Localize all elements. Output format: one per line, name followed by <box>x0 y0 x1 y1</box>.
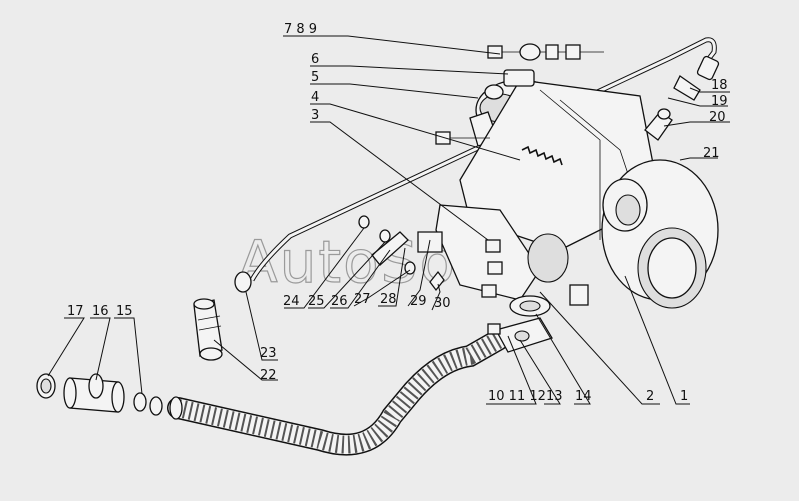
mount-bolt <box>435 131 451 145</box>
hose-end-left <box>169 396 183 420</box>
callout-4: 4 <box>311 90 319 105</box>
callout-15: 15 <box>116 304 133 319</box>
oil-drain-hose <box>167 329 509 456</box>
nut-a <box>485 239 501 253</box>
leader-lines <box>47 35 730 405</box>
callout-16: 16 <box>92 304 109 319</box>
adapter-26 <box>371 231 409 266</box>
drain-boss <box>569 284 589 306</box>
fitting-24 <box>358 215 370 229</box>
hose-connector-set <box>36 373 163 416</box>
callout-20: 20 <box>709 110 726 125</box>
callout-1: 1 <box>680 389 688 404</box>
stud-30 <box>429 270 445 292</box>
callout-6: 6 <box>311 52 319 67</box>
drain-flange-set <box>487 295 553 353</box>
callout-27: 27 <box>354 292 371 307</box>
callout-14: 14 <box>575 389 592 404</box>
lock-nut <box>565 44 581 60</box>
o-ring-15a <box>133 392 147 412</box>
spring-coil <box>521 145 563 166</box>
banjo-bolt <box>503 69 535 87</box>
o-ring-15b <box>149 396 163 416</box>
hex-bolt-head <box>487 45 503 59</box>
fitting-28 <box>404 261 416 275</box>
nut-b <box>487 261 503 275</box>
turbocharger <box>435 69 719 309</box>
callout-2: 2 <box>646 389 654 404</box>
callout-3: 3 <box>311 108 319 123</box>
oil-feed-pipe <box>234 37 720 293</box>
callout-5: 5 <box>311 70 319 85</box>
callout-24: 24 <box>283 294 300 309</box>
pipe-union <box>673 75 701 101</box>
callout-10-11-12: 10 11 12 <box>488 389 546 404</box>
nut-c <box>481 284 497 298</box>
washer <box>484 84 504 100</box>
callout-labels: 7 8 9 6 5 4 3 18 19 20 21 17 16 15 24 25… <box>67 22 728 404</box>
callout-17: 17 <box>67 304 84 319</box>
fitting-25 <box>379 229 391 243</box>
callout-28: 28 <box>380 292 397 307</box>
callout-13: 13 <box>546 389 563 404</box>
callout-19: 19 <box>711 94 728 109</box>
pipe-top-fitting <box>696 55 720 81</box>
pipe-end-fitting <box>234 271 252 293</box>
drain-bolt <box>487 323 501 335</box>
small-fittings <box>358 215 503 298</box>
callout-26: 26 <box>331 294 348 309</box>
callout-25: 25 <box>308 294 325 309</box>
nut <box>545 44 559 60</box>
callout-18: 18 <box>711 78 728 93</box>
pipe-fitting-22 <box>193 298 223 361</box>
bolt-hardware <box>487 43 604 61</box>
callout-7-8-9: 7 8 9 <box>284 22 317 37</box>
callout-30: 30 <box>434 296 451 311</box>
banjo-washer <box>519 43 541 61</box>
callout-21: 21 <box>703 146 720 161</box>
turbine-outlet <box>527 233 569 283</box>
callout-22: 22 <box>260 368 277 383</box>
callout-29: 29 <box>410 294 427 309</box>
callout-23: 23 <box>260 346 277 361</box>
